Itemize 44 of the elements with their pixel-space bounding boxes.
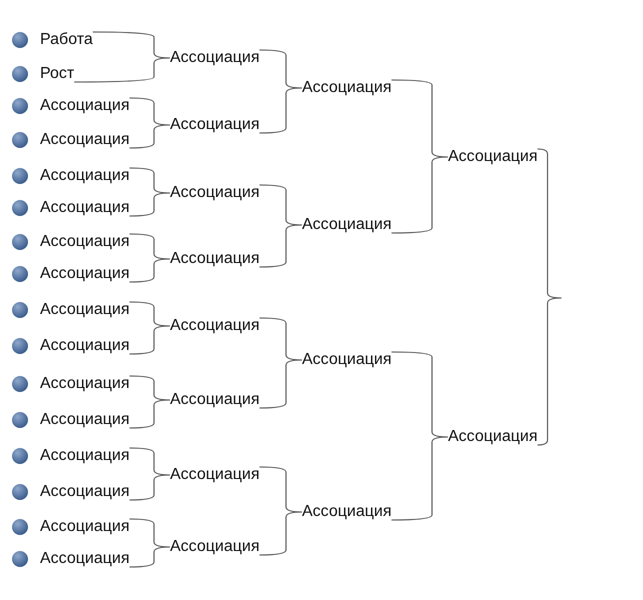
association-label: Ассоциация <box>170 116 260 133</box>
association-label: Ассоциация <box>302 503 392 520</box>
item-label: Ассоциация <box>40 130 130 150</box>
brace-connector <box>130 399 170 429</box>
brace-connector <box>130 474 170 501</box>
brace-connector <box>130 546 170 568</box>
item-label: Ассоциация <box>40 549 130 569</box>
item-label: Ассоциация <box>40 482 130 502</box>
item-label: Ассоциация <box>40 232 130 252</box>
association-label: Ассоциация <box>170 250 260 267</box>
association-label: Ассоциация <box>302 351 392 368</box>
brace-connector <box>260 511 302 556</box>
brace-connector <box>130 325 170 355</box>
association-label: Ассоциация <box>302 216 392 233</box>
item-label: Ассоциация <box>40 336 130 356</box>
item-label: Работа <box>40 30 93 50</box>
item-label: Ассоциация <box>40 198 130 218</box>
brace-connector <box>260 87 302 134</box>
brace-connector <box>130 124 170 149</box>
association-label: Ассоциация <box>170 391 260 408</box>
brace-connector <box>392 436 448 521</box>
item-label: Ассоциация <box>40 264 130 284</box>
brace-connector <box>392 156 448 234</box>
brace-connector <box>260 224 302 268</box>
association-label: Ассоциация <box>448 148 538 165</box>
item-label: Ассоциация <box>40 446 130 466</box>
item-label: Ассоциация <box>40 300 130 320</box>
association-label: Ассоциация <box>170 317 260 334</box>
association-label: Ассоциация <box>170 49 260 66</box>
association-label: Ассоциация <box>170 184 260 201</box>
association-label: Ассоциация <box>170 466 260 483</box>
brace-connector <box>130 258 170 283</box>
brace-connector <box>74 57 170 83</box>
brace-connector <box>260 359 302 409</box>
association-label: Ассоциация <box>170 538 260 555</box>
item-label: Ассоциация <box>40 166 130 186</box>
item-label: Ассоциация <box>40 410 130 430</box>
association-label: Ассоциация <box>302 79 392 96</box>
association-label: Ассоциация <box>448 428 538 445</box>
item-label: Ассоциация <box>40 96 130 116</box>
brace-connector <box>130 192 170 217</box>
item-label: Рост <box>40 64 74 84</box>
item-label: Ассоциация <box>40 374 130 394</box>
item-label: Ассоциация <box>40 517 130 537</box>
